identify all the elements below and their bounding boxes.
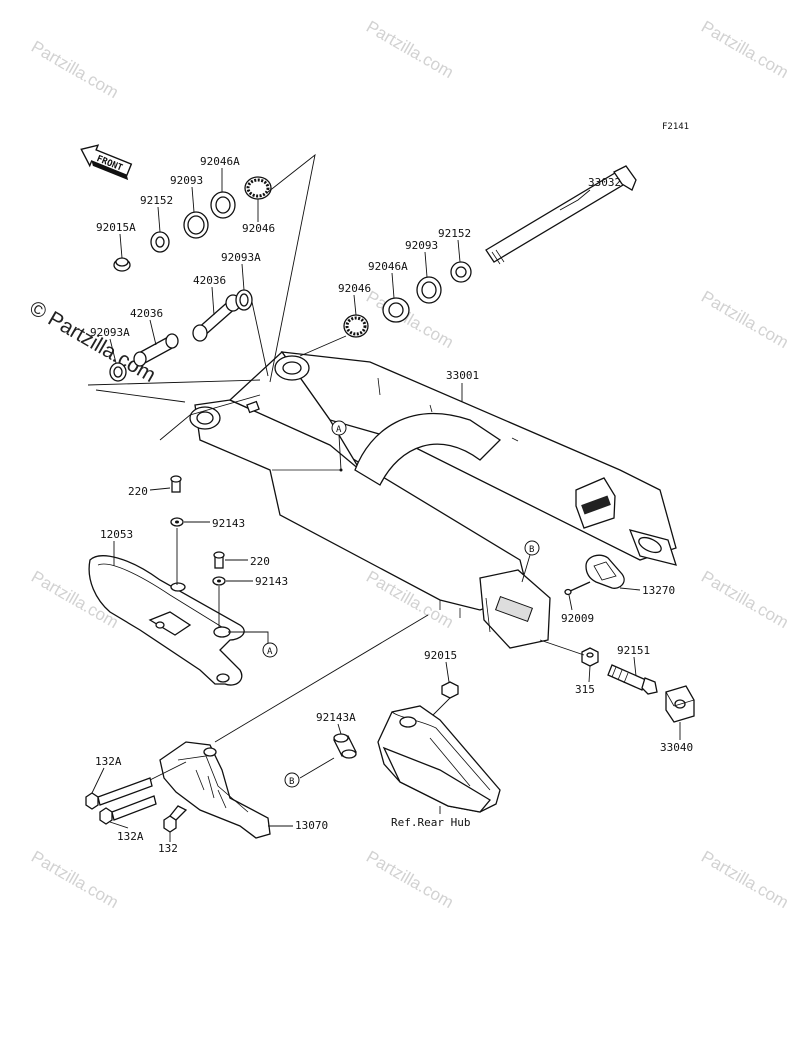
watermark: Partzilla.com	[698, 567, 792, 632]
label-92143-upper: 92143	[212, 517, 245, 530]
collar-92143A	[333, 733, 357, 759]
label-13070: 13070	[295, 819, 328, 832]
label-220-lower: 220	[250, 555, 270, 568]
label-33040: 33040	[660, 741, 693, 754]
label-92152-left: 92152	[140, 194, 173, 207]
block-33040	[665, 685, 695, 723]
label-12053: 12053	[100, 528, 133, 541]
label-92046-right: 92046	[338, 282, 371, 295]
chain-guide-13070	[159, 741, 271, 839]
label-92093A-upper: 92093A	[221, 251, 261, 264]
watermark: Partzilla.com	[698, 287, 792, 352]
bearing-92046-right	[343, 314, 369, 338]
washer-92143-lower	[212, 576, 226, 586]
figure-code: F2141	[662, 122, 689, 132]
bolt-132A-top	[85, 777, 153, 810]
bearing-92046-left	[244, 176, 272, 200]
seal-92093-left	[183, 211, 209, 239]
watermark: Partzilla.com	[28, 847, 122, 912]
label-92093-left: 92093	[170, 174, 203, 187]
label-220-upper: 220	[128, 485, 148, 498]
seal-92046A-right	[382, 297, 410, 323]
bolt-92151	[607, 664, 658, 695]
watermark: Partzilla.com	[363, 847, 457, 912]
label-92009: 92009	[561, 612, 594, 625]
label-33032: 33032	[588, 176, 621, 189]
label-92143A: 92143A	[316, 711, 356, 724]
label-13270: 13270	[642, 584, 675, 597]
watermark: Partzilla.com	[363, 287, 457, 352]
front-arrow-icon: FRONT	[80, 144, 133, 181]
label-92046-left: 92046	[242, 222, 275, 235]
sleeve-42036-upper	[192, 294, 241, 342]
label-42036-lower: 42036	[130, 307, 163, 320]
adjuster-plate-13270	[585, 554, 625, 589]
marker-a-upper-label: A	[336, 425, 342, 435]
nut-315	[581, 647, 599, 667]
label-92152-right: 92152	[438, 227, 471, 240]
seal-92046A-left	[210, 191, 236, 219]
seal-92093A-lower	[109, 362, 127, 382]
label-92046A-left: 92046A	[200, 155, 240, 168]
bolt-220-lower	[213, 551, 225, 569]
marker-b-upper: B	[521, 540, 540, 583]
label-33001: 33001	[446, 369, 479, 382]
collar-92152-right	[450, 261, 472, 283]
washer-92143-upper	[170, 517, 184, 527]
pivot-bolt-33032	[485, 165, 637, 265]
label-92143-lower: 92143	[255, 575, 288, 588]
label-ref-rear-hub: Ref.Rear Hub	[391, 816, 470, 829]
label-315: 315	[575, 683, 595, 696]
marker-a-lower: A	[262, 642, 278, 658]
swing-arm	[189, 351, 677, 649]
label-92151: 92151	[617, 644, 650, 657]
label-132A-top: 132A	[95, 755, 122, 768]
bolt-92009	[564, 581, 591, 596]
label-92015A: 92015A	[96, 221, 136, 234]
label-92015: 92015	[424, 649, 457, 662]
seal-92093-right	[416, 276, 442, 304]
label-42036-upper: 42036	[193, 274, 226, 287]
part-labels: 92015A 92152 92093 92046A 92046 42036 92…	[90, 155, 693, 855]
rear-hub-slider	[377, 705, 501, 813]
label-92093-right: 92093	[405, 239, 438, 252]
marker-b-lower-label: B	[289, 777, 294, 787]
collar-92152-left	[150, 231, 170, 253]
label-92046A-right: 92046A	[368, 260, 408, 273]
label-132A-bottom: 132A	[117, 830, 144, 843]
nut-92015	[441, 681, 459, 699]
watermark: Partzilla.com	[363, 17, 457, 82]
bolt-132A-bottom	[99, 795, 157, 825]
bolt-220-upper	[170, 475, 182, 493]
chain-slider-12053	[88, 555, 245, 686]
marker-b-upper-label: B	[529, 545, 534, 555]
nut-92015A	[113, 257, 131, 272]
marker-b-lower: B	[284, 772, 300, 788]
seal-92093A-upper	[235, 289, 253, 311]
marker-a-upper: A	[331, 420, 347, 472]
watermark: Partzilla.com	[698, 17, 792, 82]
label-92093A-lower: 92093A	[90, 326, 130, 339]
marker-a-lower-label: A	[267, 647, 273, 657]
bolt-132	[163, 805, 188, 833]
sleeve-42036-lower	[133, 333, 179, 367]
label-132: 132	[158, 842, 178, 855]
watermark: Partzilla.com	[28, 37, 122, 102]
watermark: Partzilla.com	[698, 847, 792, 912]
